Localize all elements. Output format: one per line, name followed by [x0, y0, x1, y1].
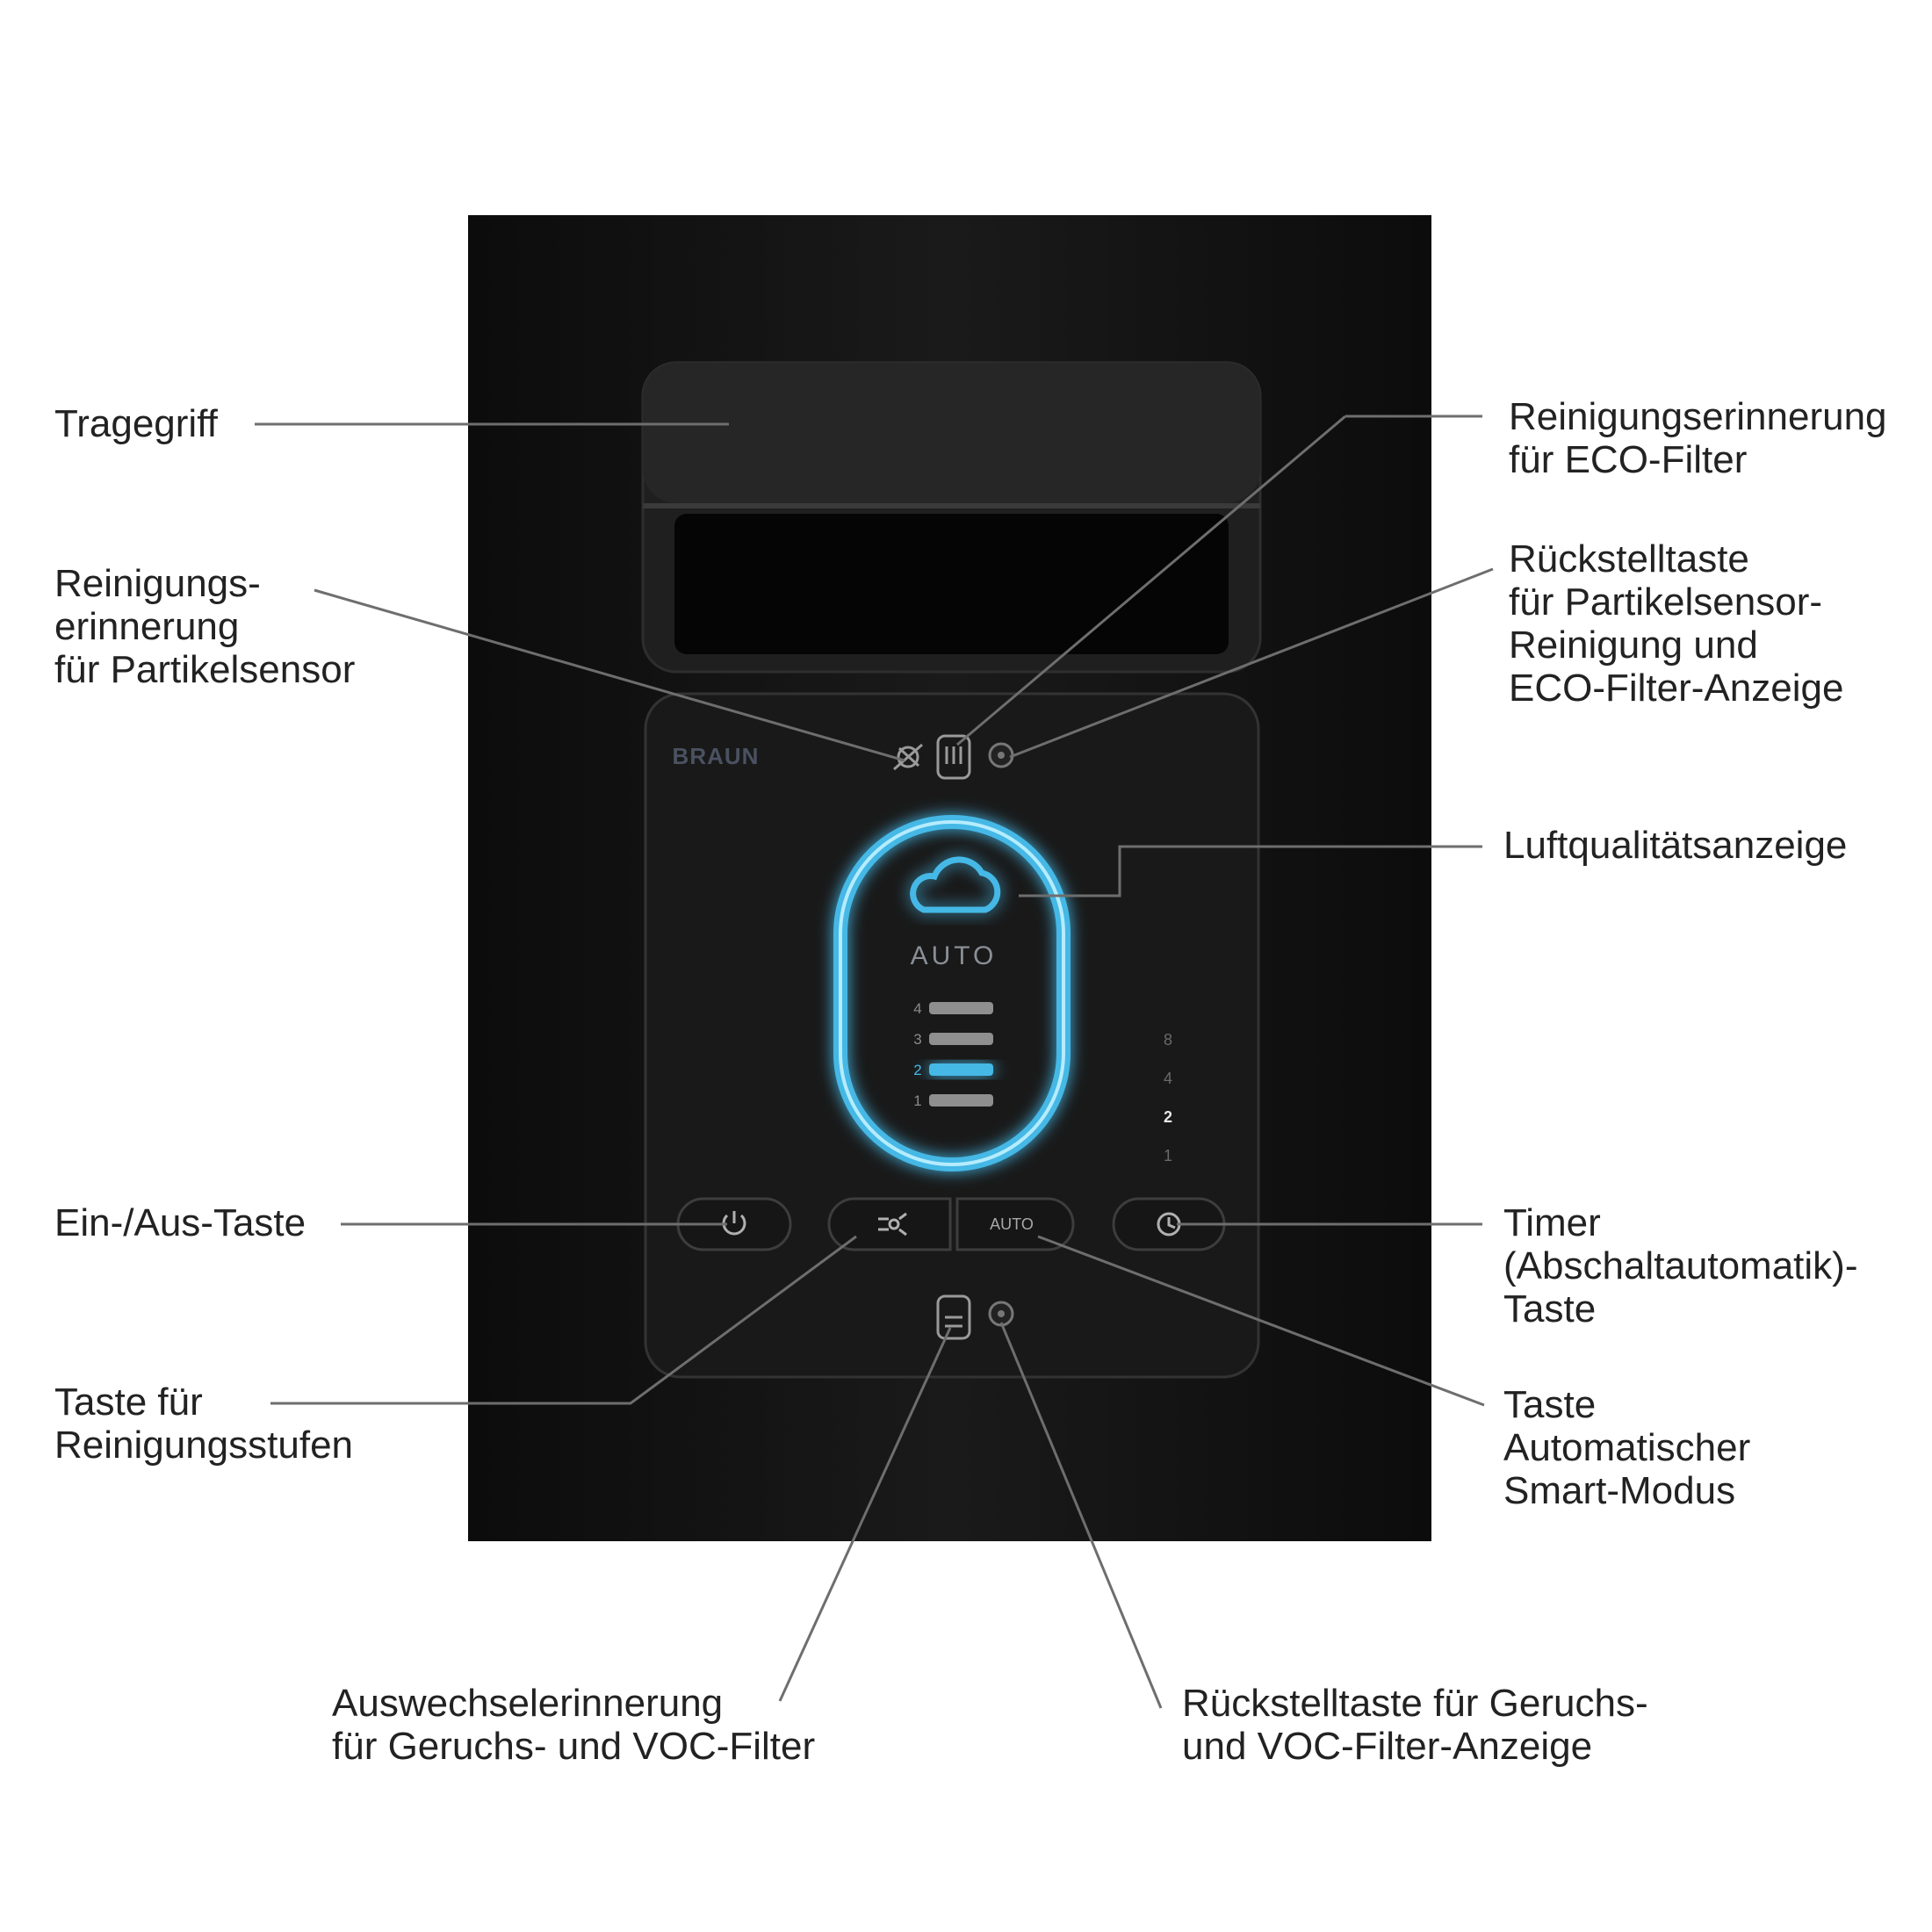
- sensor-reset-button[interactable]: [988, 742, 1014, 768]
- label-line: erinnerung: [54, 605, 240, 648]
- cloud-icon: [910, 856, 1001, 913]
- label-line: Taste: [1503, 1383, 1597, 1426]
- label-tragegriff: Tragegriff: [54, 402, 218, 445]
- leader-voc-reset: [999, 1322, 1163, 1709]
- label-voc-reset: Rückstelltaste für Geruchs- und VOC-Filt…: [1182, 1682, 1648, 1768]
- label-line: Reinigung und: [1509, 624, 1758, 667]
- label-partikelsensor-reminder: Reinigungs- erinnerung für Partikelsenso…: [54, 562, 355, 691]
- fan-level-button[interactable]: [827, 1197, 952, 1251]
- fan-level-number: 2: [913, 1062, 921, 1078]
- fan-level-bar-active: [929, 1063, 993, 1076]
- timer-level-indicator: 8 4 2 1: [1164, 1031, 1172, 1164]
- timer-level-number: 8: [1164, 1031, 1172, 1049]
- label-line: Reinigungs-: [54, 562, 261, 605]
- eco-filter-icon: [936, 734, 971, 780]
- timer-level-number: 2: [1164, 1108, 1172, 1126]
- label-voc-reminder: Auswechselerinnerung für Geruchs- und VO…: [332, 1682, 815, 1768]
- label-line: für Partikelsensor-: [1509, 580, 1823, 624]
- label-line: Taste: [1503, 1287, 1597, 1330]
- power-icon: [722, 1211, 746, 1236]
- label-line: Reinigungserinnerung: [1509, 395, 1887, 438]
- label-line: ECO-Filter-Anzeige: [1509, 667, 1844, 710]
- leader-eco-filter-2: [956, 415, 1346, 746]
- fan-level-number: 3: [913, 1031, 921, 1048]
- voc-reset-button[interactable]: [988, 1301, 1014, 1327]
- carrying-handle: [641, 361, 1262, 674]
- auto-mode-indicator: AUTO: [911, 941, 998, 970]
- label-eco-filter-reminder: Reinigungserinnerung für ECO-Filter: [1509, 395, 1887, 481]
- fan-level-bar: [929, 1033, 993, 1045]
- label-partikel-reset: Rückstelltaste für Partikelsensor- Reini…: [1509, 537, 1843, 710]
- label-line: (Abschaltautomatik)-: [1503, 1244, 1858, 1287]
- timer-level-number: 1: [1164, 1147, 1172, 1164]
- label-line: Rückstelltaste: [1509, 537, 1749, 580]
- leader-lines: [255, 415, 1494, 1709]
- fan-level-indicator: 4 3 2 1: [913, 1000, 993, 1109]
- air-quality-ring: [833, 815, 1071, 1171]
- fan-level-number: 4: [913, 1000, 921, 1017]
- fan-level-bar: [929, 1002, 993, 1014]
- label-line: und VOC-Filter-Anzeige: [1182, 1725, 1593, 1768]
- label-line: Ein-/Aus-Taste: [54, 1201, 306, 1244]
- voc-filter-icon: [936, 1294, 971, 1340]
- leader-auto: [1037, 1235, 1485, 1407]
- label-line: für ECO-Filter: [1509, 438, 1748, 481]
- label-line: Luftqualitätsanzeige: [1503, 824, 1848, 867]
- label-line: Auswechselerinnerung: [332, 1682, 724, 1725]
- label-level-button: Taste für Reinigungsstufen: [54, 1381, 353, 1467]
- leader-level: [270, 1235, 857, 1405]
- auto-button-label: AUTO: [990, 1215, 1034, 1233]
- label-line: Tragegriff: [54, 402, 218, 445]
- brand-logo: BRAUN: [673, 743, 760, 769]
- timer-level-number: 4: [1164, 1070, 1172, 1087]
- label-line: Timer: [1503, 1201, 1601, 1244]
- sensor-clean-icon: [893, 743, 923, 771]
- leader-partikelsensor: [314, 588, 905, 762]
- label-line: Taste für: [54, 1381, 203, 1424]
- auto-button[interactable]: AUTO: [955, 1197, 1075, 1251]
- label-auto-button: Taste Automatischer Smart-Modus: [1503, 1383, 1750, 1512]
- fan-level-bar: [929, 1094, 993, 1107]
- leader-partikel-reset: [1009, 567, 1494, 759]
- label-line: Reinigungsstufen: [54, 1424, 354, 1467]
- label-timer-button: Timer (Abschaltautomatik)- Taste: [1503, 1201, 1857, 1330]
- leader-voc-reminder: [778, 1327, 952, 1702]
- power-button[interactable]: [676, 1197, 792, 1251]
- label-line: Smart-Modus: [1503, 1469, 1736, 1512]
- label-power-button: Ein-/Aus-Taste: [54, 1201, 306, 1244]
- fan-level-number: 1: [913, 1092, 921, 1109]
- label-line: Automatischer: [1503, 1426, 1751, 1469]
- label-line: für Geruchs- und VOC-Filter: [332, 1725, 816, 1768]
- label-line: für Partikelsensor: [54, 648, 356, 691]
- fan-icon: [878, 1212, 907, 1236]
- leader-luftqualitaet: [1019, 845, 1482, 898]
- label-luftqualitaet: Luftqualitätsanzeige: [1503, 824, 1847, 867]
- label-line: Rückstelltaste für Geruchs-: [1182, 1682, 1648, 1725]
